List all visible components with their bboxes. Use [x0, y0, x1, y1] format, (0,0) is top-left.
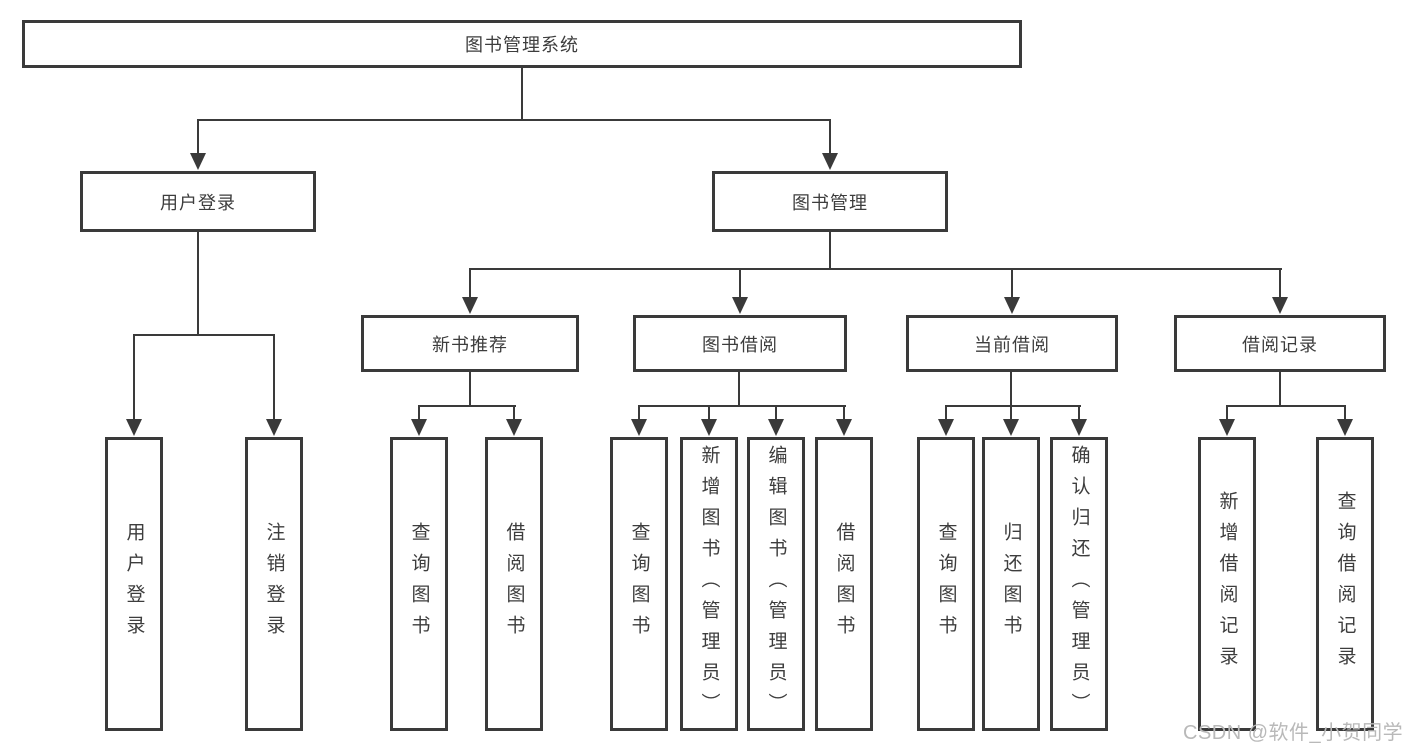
arrow-down-icon [631, 419, 647, 436]
connector-line [1010, 405, 1012, 421]
connector-line [1226, 405, 1228, 421]
leaf-add-books-admin: 新增图书（管理员） [680, 437, 738, 731]
leaf-borrow-books-borrowing: 借阅图书 [815, 437, 873, 731]
arrow-down-icon [126, 419, 142, 436]
arrow-down-icon [1337, 419, 1353, 436]
connector-line [1078, 405, 1080, 421]
connector-line [197, 232, 199, 336]
connector-line [1010, 372, 1012, 407]
arrow-down-icon [266, 419, 282, 436]
leaf-logout: 注销登录 [245, 437, 303, 731]
connector-line [739, 268, 741, 299]
connector-line [1226, 405, 1346, 407]
leaf-query-books-borrowing: 查询图书 [610, 437, 668, 731]
arrow-down-icon [1071, 419, 1087, 436]
leaf-query-books-borrowing-label: 查询图书 [628, 522, 650, 646]
leaf-add-borrow-record-label: 新增借阅记录 [1216, 491, 1238, 677]
leaf-return-books: 归还图书 [982, 437, 1040, 731]
node-user-login: 用户登录 [80, 171, 316, 232]
node-root: 图书管理系统 [22, 20, 1022, 68]
leaf-borrow-books-recommend: 借阅图书 [485, 437, 543, 731]
connector-line [133, 334, 275, 336]
arrow-down-icon [462, 297, 478, 314]
connector-line [513, 405, 515, 421]
leaf-return-books-label: 归还图书 [1000, 522, 1022, 646]
connector-line [469, 268, 471, 299]
leaf-borrow-books-borrowing-label: 借阅图书 [833, 522, 855, 646]
connector-line [843, 405, 845, 421]
connector-line [1011, 268, 1013, 299]
connector-line [829, 232, 831, 270]
arrow-down-icon [938, 419, 954, 436]
node-book-management-label: 图书管理 [792, 192, 868, 213]
connector-line [418, 405, 516, 407]
leaf-borrow-books-recommend-label: 借阅图书 [503, 522, 525, 646]
leaf-user-login: 用户登录 [105, 437, 163, 731]
leaf-edit-books-admin-label: 编辑图书（管理员） [765, 444, 787, 724]
leaf-confirm-return-admin: 确认归还（管理员） [1050, 437, 1108, 731]
connector-line [273, 334, 275, 421]
arrow-down-icon [1003, 419, 1019, 436]
arrow-down-icon [836, 419, 852, 436]
leaf-user-login-label: 用户登录 [123, 522, 145, 646]
arrow-down-icon [411, 419, 427, 436]
connector-line [521, 66, 523, 120]
connector-line [197, 119, 831, 121]
connector-line [133, 334, 135, 421]
leaf-confirm-return-admin-label: 确认归还（管理员） [1068, 444, 1090, 724]
leaf-logout-label: 注销登录 [263, 522, 285, 646]
connector-line [1279, 268, 1281, 299]
arrow-down-icon [1004, 297, 1020, 314]
arrow-down-icon [768, 419, 784, 436]
leaf-add-books-admin-label: 新增图书（管理员） [698, 444, 720, 724]
leaf-query-borrow-record-label: 查询借阅记录 [1334, 491, 1356, 677]
connector-line [469, 268, 1282, 270]
node-book-borrowing: 图书借阅 [633, 315, 847, 372]
arrow-down-icon [732, 297, 748, 314]
arrow-down-icon [701, 419, 717, 436]
leaf-add-borrow-record: 新增借阅记录 [1198, 437, 1256, 731]
arrow-down-icon [1219, 419, 1235, 436]
node-current-borrowing: 当前借阅 [906, 315, 1118, 372]
leaf-query-books-recommend-label: 查询图书 [408, 522, 430, 646]
node-user-login-label: 用户登录 [160, 192, 236, 213]
arrow-down-icon [1272, 297, 1288, 314]
connector-line [418, 405, 420, 421]
watermark: CSDN @软件_小贺同学 [1183, 722, 1404, 744]
node-book-borrowing-label: 图书借阅 [702, 334, 778, 355]
leaf-query-books-current: 查询图书 [917, 437, 975, 731]
node-new-book-recommend: 新书推荐 [361, 315, 579, 372]
connector-line [469, 372, 471, 407]
node-borrow-records: 借阅记录 [1174, 315, 1386, 372]
node-new-book-recommend-label: 新书推荐 [432, 334, 508, 355]
leaf-edit-books-admin: 编辑图书（管理员） [747, 437, 805, 731]
arrow-down-icon [822, 153, 838, 170]
connector-line [197, 119, 199, 155]
connector-line [638, 405, 846, 407]
connector-line [945, 405, 947, 421]
arrow-down-icon [506, 419, 522, 436]
leaf-query-books-current-label: 查询图书 [935, 522, 957, 646]
connector-line [738, 372, 740, 407]
arrow-down-icon [190, 153, 206, 170]
connector-line [829, 119, 831, 155]
node-root-label: 图书管理系统 [465, 35, 579, 55]
leaf-query-books-recommend: 查询图书 [390, 437, 448, 731]
node-book-management: 图书管理 [712, 171, 948, 232]
connector-line [1279, 372, 1281, 407]
node-current-borrowing-label: 当前借阅 [974, 334, 1050, 355]
connector-line [945, 405, 1081, 407]
node-borrow-records-label: 借阅记录 [1242, 334, 1318, 355]
connector-line [1344, 405, 1346, 421]
connector-line [708, 405, 710, 421]
connector-line [775, 405, 777, 421]
connector-line [638, 405, 640, 421]
leaf-query-borrow-record: 查询借阅记录 [1316, 437, 1374, 731]
